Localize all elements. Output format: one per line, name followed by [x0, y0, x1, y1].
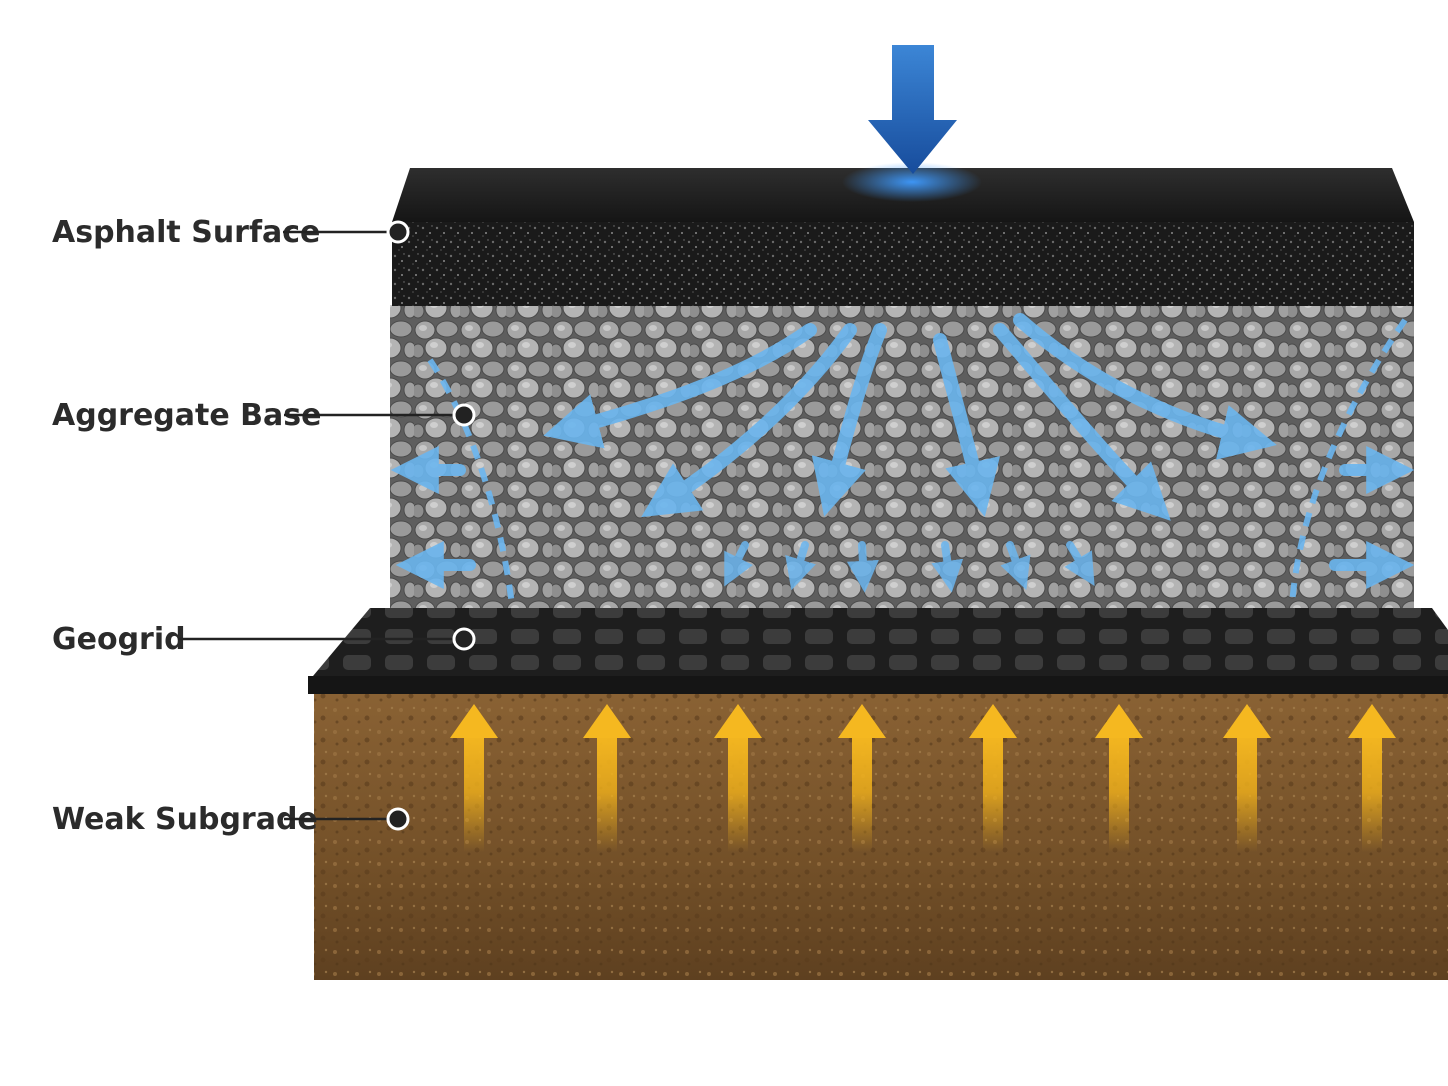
label-aggregate-dot	[452, 403, 476, 427]
label-subgrade: Weak Subgrade	[52, 802, 410, 837]
up-arrow-icon	[838, 704, 886, 852]
up-arrow-icon	[583, 704, 631, 852]
label-aggregate-text: Aggregate Base	[52, 398, 321, 433]
down-arrow-icon	[931, 541, 964, 593]
side-arrows	[390, 446, 1415, 589]
up-arrow-icon	[1095, 704, 1143, 852]
curved-arrow-icon	[811, 323, 887, 517]
load-glow	[842, 162, 982, 202]
label-subgrade-text: Weak Subgrade	[52, 802, 318, 837]
curved-arrow-icon	[641, 323, 857, 518]
up-arrow-icon	[714, 704, 762, 852]
down-arrow-icon	[785, 541, 816, 591]
label-asphalt: Asphalt Surface	[52, 215, 410, 250]
label-asphalt-dot	[386, 220, 410, 244]
down-arrow-icon	[868, 45, 957, 174]
up-arrow-icon	[450, 704, 498, 852]
small-down-arrows	[724, 541, 1095, 593]
asphalt-layer	[392, 162, 1414, 306]
up-arrow-icon	[1223, 704, 1271, 852]
label-aggregate: Aggregate Base	[52, 398, 476, 433]
geogrid-layer	[308, 608, 1448, 694]
label-geogrid-text: Geogrid	[52, 622, 186, 657]
down-arrow-icon	[1064, 541, 1095, 586]
dashed-boundaries	[427, 318, 1408, 606]
label-asphalt-text: Asphalt Surface	[52, 215, 320, 250]
curved-arrow-icon	[1013, 313, 1277, 460]
curved-arrow-icon	[993, 323, 1171, 521]
down-arrow-icon	[846, 541, 879, 593]
label-subgrade-dot	[386, 807, 410, 831]
spread-arrows	[543, 313, 1277, 521]
curved-arrow-icon	[543, 323, 817, 449]
label-geogrid-dot	[452, 627, 476, 651]
up-arrow-icon	[969, 704, 1017, 852]
subgrade-layer	[314, 690, 1448, 980]
down-arrow-icon	[1000, 541, 1031, 591]
support-arrows	[450, 704, 1396, 852]
down-arrow-icon	[724, 541, 753, 587]
up-arrow-icon	[1348, 704, 1396, 852]
curved-arrow-icon	[933, 333, 1001, 517]
aggregate-layer	[390, 305, 1414, 610]
label-geogrid: Geogrid	[52, 622, 476, 657]
